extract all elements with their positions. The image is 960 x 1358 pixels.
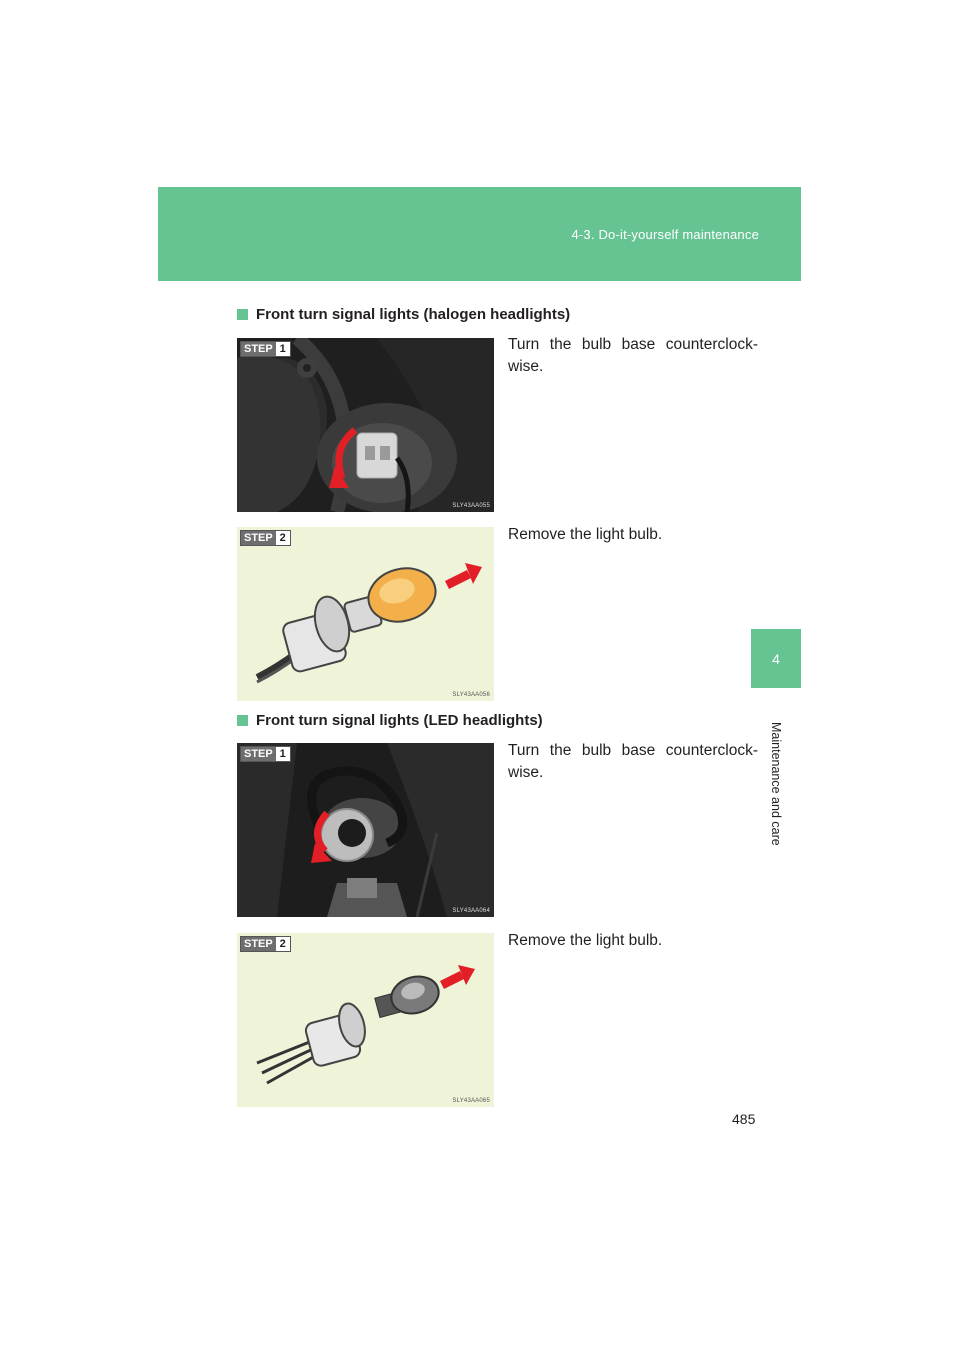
step-badge: STEP 2 — [240, 530, 291, 546]
bulb-socket-photo — [237, 338, 494, 512]
step-instruction: Remove the light bulb. — [508, 526, 663, 543]
step-number: 2 — [275, 937, 290, 951]
chapter-tab: 4 — [751, 629, 801, 688]
bulb-socket-photo — [237, 743, 494, 917]
section-heading-halogen: Front turn signal lights (halogen headli… — [237, 306, 570, 323]
heading-square-icon — [237, 309, 248, 320]
section-heading-text: Front turn signal lights (LED headlights… — [256, 712, 543, 729]
section-heading-text: Front turn signal lights (halogen headli… — [256, 306, 571, 323]
step-word: STEP — [241, 342, 276, 356]
step-instruction: Turn the bulb base counterclock-wise. — [508, 742, 758, 781]
section-heading-led: Front turn signal lights (LED headlights… — [237, 712, 543, 729]
page-number: 485 — [732, 1111, 756, 1127]
step-figure-halogen-1: STEP 1 SLY43AA055 — [237, 338, 494, 512]
step-number: 1 — [275, 342, 290, 356]
chapter-number: 4 — [772, 650, 780, 667]
step-badge: STEP 1 — [240, 746, 291, 762]
step-word: STEP — [241, 747, 276, 761]
heading-square-icon — [237, 715, 248, 726]
step-badge: STEP 1 — [240, 341, 291, 357]
figure-code: SLY43AA065 — [452, 1098, 490, 1104]
step-figure-halogen-2: STEP 2 SLY43AA056 — [237, 527, 494, 701]
step-figure-led-1: STEP 1 SLY43AA064 — [237, 743, 494, 917]
step-word: STEP — [241, 531, 276, 545]
step-instruction: Turn the bulb base counterclock-wise. — [508, 336, 758, 375]
chapter-label-text: Maintenance and care — [769, 722, 783, 846]
header-band: 4-3. Do-it-yourself maintenance — [158, 187, 801, 281]
step-badge: STEP 2 — [240, 936, 291, 952]
figure-code: SLY43AA055 — [452, 503, 490, 509]
step-figure-led-2: STEP 2 SLY43AA065 — [237, 933, 494, 1107]
chapter-label: Maintenance and care — [766, 722, 786, 867]
figure-code: SLY43AA064 — [452, 908, 490, 914]
bulb-removal-illustration — [237, 933, 494, 1107]
step-word: STEP — [241, 937, 276, 951]
step-instruction: Remove the light bulb. — [508, 932, 663, 949]
section-header-title: 4-3. Do-it-yourself maintenance — [571, 227, 759, 242]
figure-code: SLY43AA056 — [452, 692, 490, 698]
step-number: 1 — [275, 747, 290, 761]
bulb-removal-illustration — [237, 527, 494, 701]
step-number: 2 — [275, 531, 290, 545]
